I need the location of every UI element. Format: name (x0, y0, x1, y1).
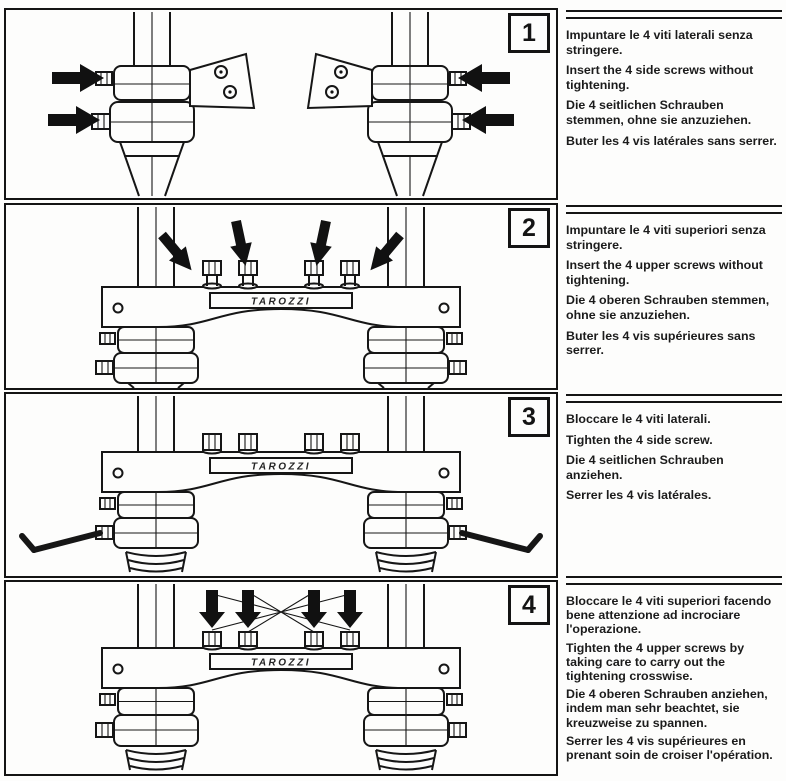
stabilizer-brace: TAROZZI (101, 451, 461, 493)
arrow-icon (230, 219, 252, 266)
upper-screws-left (202, 433, 258, 455)
section-divider (566, 576, 782, 585)
step-3-illustration: TAROZZI (19, 394, 556, 576)
brand-text: TAROZZI (251, 297, 311, 308)
step-3-instructions: Bloccare le 4 viti laterali. Tighten the… (566, 394, 782, 509)
arrow-icon (52, 64, 104, 92)
stabilizer-brace: TAROZZI (101, 647, 461, 689)
step-2-number-box: 2 (508, 208, 550, 248)
stabilizer-brace: TAROZZI (101, 286, 461, 328)
upper-screws-left (199, 590, 261, 651)
brand-text: TAROZZI (251, 462, 311, 473)
step-number: 4 (522, 590, 536, 619)
fork-left (48, 12, 256, 197)
arrow-icon (48, 106, 100, 134)
instruction-it: Bloccare le 4 viti laterali. (566, 412, 711, 426)
step-4-number-box: 4 (508, 585, 550, 625)
brand-text: TAROZZI (251, 658, 311, 669)
instruction-fr: Buter les 4 vis supérieures sans serrer. (566, 328, 756, 358)
mounting-plate (189, 52, 256, 110)
instruction-de: Die 4 seitlichen Schrauben anziehen. (566, 453, 724, 482)
crosswise-lines (211, 591, 351, 633)
step-4-instructions: Bloccare le 4 viti superiori facendo ben… (566, 576, 782, 766)
section-divider (566, 10, 782, 19)
instruction-it: Impuntare le 4 viti laterali senza strin… (566, 28, 753, 57)
step-number: 3 (522, 402, 536, 431)
step-1-number-box: 1 (508, 13, 550, 53)
upper-screws-right (304, 217, 410, 290)
instruction-en: Tighten the 4 upper screws by taking car… (566, 640, 745, 684)
upper-screws-right (304, 433, 360, 455)
instruction-fr: Serrer les 4 vis latérales. (566, 488, 712, 503)
instruction-de: Die 4 seitlichen Schrauben stemmen, ohne… (566, 98, 752, 127)
step-4-illustration: TAROZZI (95, 583, 467, 771)
section-divider (566, 205, 782, 214)
arrow-icon (158, 231, 192, 271)
fork-left (95, 584, 199, 771)
instruction-en: Tighten the 4 side screw. (566, 432, 713, 447)
instruction-it: Bloccare le 4 viti superiori facendo ben… (566, 594, 772, 637)
step-number: 2 (522, 213, 536, 242)
step-2-illustration: TAROZZI (95, 206, 467, 388)
step-3-panel: 3 TAROZZI (4, 392, 558, 578)
step-1-panel: 1 (4, 8, 558, 200)
arrow-icon (199, 590, 225, 628)
section-divider (566, 394, 782, 403)
arrow-icon (235, 590, 261, 628)
step-1-illustration (48, 11, 515, 197)
instruction-en: Insert the 4 side screws without tighten… (566, 63, 754, 92)
instruction-de: Die 4 oberen Schrauben anziehen, indem m… (566, 687, 768, 730)
step-number: 1 (522, 18, 536, 47)
fork-left (19, 396, 199, 573)
step-4-panel: 4 TAROZZI (4, 580, 558, 776)
step-3-number-box: 3 (508, 397, 550, 437)
step-1-instructions: Impuntare le 4 viti laterali senza strin… (566, 10, 782, 154)
instruction-fr: Buter les 4 vis latérales sans serrer. (566, 133, 777, 148)
fork-right (307, 11, 515, 197)
instruction-de: Die 4 oberen Schrauben stemmen, ohne sie… (566, 293, 770, 322)
allen-key-icon (19, 530, 103, 553)
instruction-fr: Serrer les 4 vis supérieures en prenant … (566, 733, 773, 763)
upper-screws-left (158, 219, 258, 290)
instruction-en: Insert the 4 upper screws without tighte… (566, 258, 763, 287)
step-2-instructions: Impuntare le 4 viti superiori senza stri… (566, 205, 782, 364)
step-2-panel: 2 TAROZZI (4, 203, 558, 390)
instruction-it: Impuntare le 4 viti superiori senza stri… (566, 223, 766, 252)
